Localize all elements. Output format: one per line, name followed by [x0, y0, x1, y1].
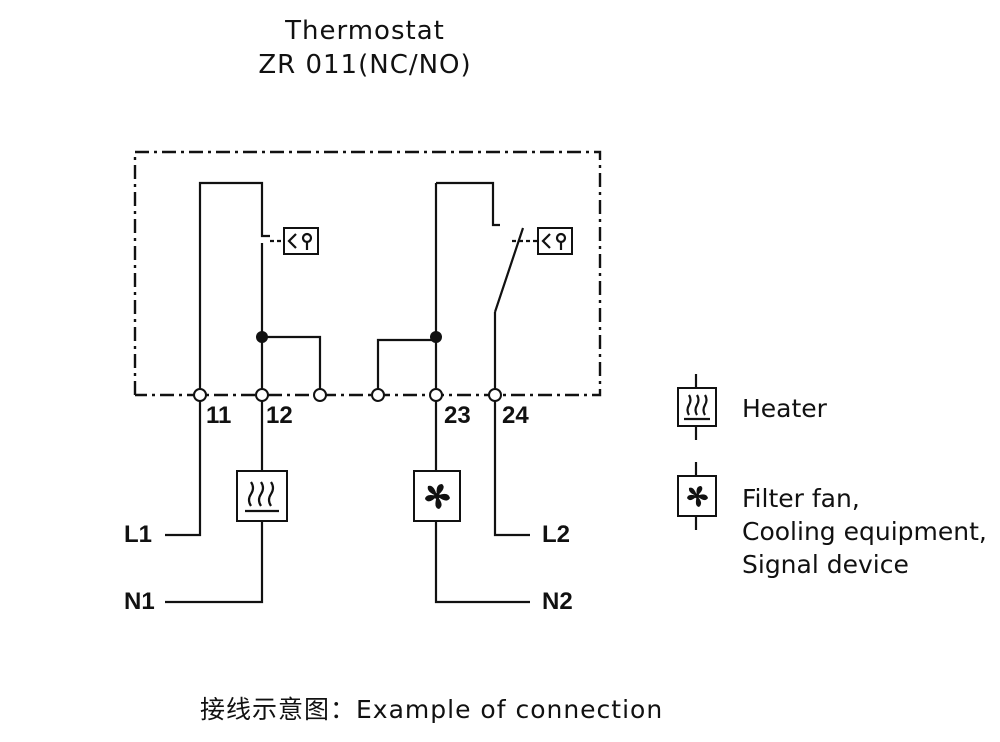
diagram-title: Thermostat: [285, 16, 445, 46]
heater-icon: [677, 374, 717, 440]
line-label-n1: N1: [124, 588, 155, 615]
terminal-label-23: 23: [444, 402, 471, 429]
legend-fan-label: Filter fan, Cooling equipment, Signal de…: [742, 482, 1000, 581]
temperature-sensor-icon: [270, 227, 319, 255]
terminal-bridge-left: [313, 388, 327, 402]
terminal-23: [429, 388, 443, 402]
wire-l1: [165, 181, 264, 537]
legend-fan-line3: Signal device: [742, 550, 909, 579]
terminal-11: [193, 388, 207, 402]
model-name: ZR 011(NC/NO): [258, 50, 472, 80]
wire-bridge-right: [376, 338, 436, 395]
terminal-12: [255, 388, 269, 402]
line-label-l2: L2: [542, 521, 571, 548]
diagram-caption: 接线示意图：Example of connection: [200, 695, 664, 724]
no-contact-blade: [493, 227, 525, 313]
nc-contact: [260, 230, 270, 238]
junction-left: [256, 331, 268, 343]
fan-icon: [677, 462, 717, 530]
legend-fan-line2: Cooling equipment,: [742, 517, 987, 546]
terminal-bridge-right: [371, 388, 385, 402]
terminal-label-12: 12: [266, 402, 293, 429]
legend-fan-line1: Filter fan,: [742, 484, 860, 513]
wire-top-right: [436, 181, 500, 227]
wire-contact-24: [493, 312, 530, 537]
terminal-24: [488, 388, 502, 402]
line-label-n2: N2: [542, 588, 573, 615]
terminal-label-24: 24: [502, 402, 529, 429]
terminal-label-11: 11: [206, 402, 232, 429]
fan-component: [413, 470, 461, 522]
wire-fan-n2: [434, 522, 530, 604]
temperature-sensor-icon-right: [512, 227, 573, 255]
line-label-l1: L1: [124, 521, 153, 548]
junction-right: [430, 331, 442, 343]
heater-component: [236, 470, 288, 522]
wire-heater-n1: [165, 522, 264, 604]
legend-heater-label: Heater: [742, 394, 827, 423]
wire-bridge-left: [262, 335, 322, 395]
enclosure-outline: [133, 150, 602, 397]
